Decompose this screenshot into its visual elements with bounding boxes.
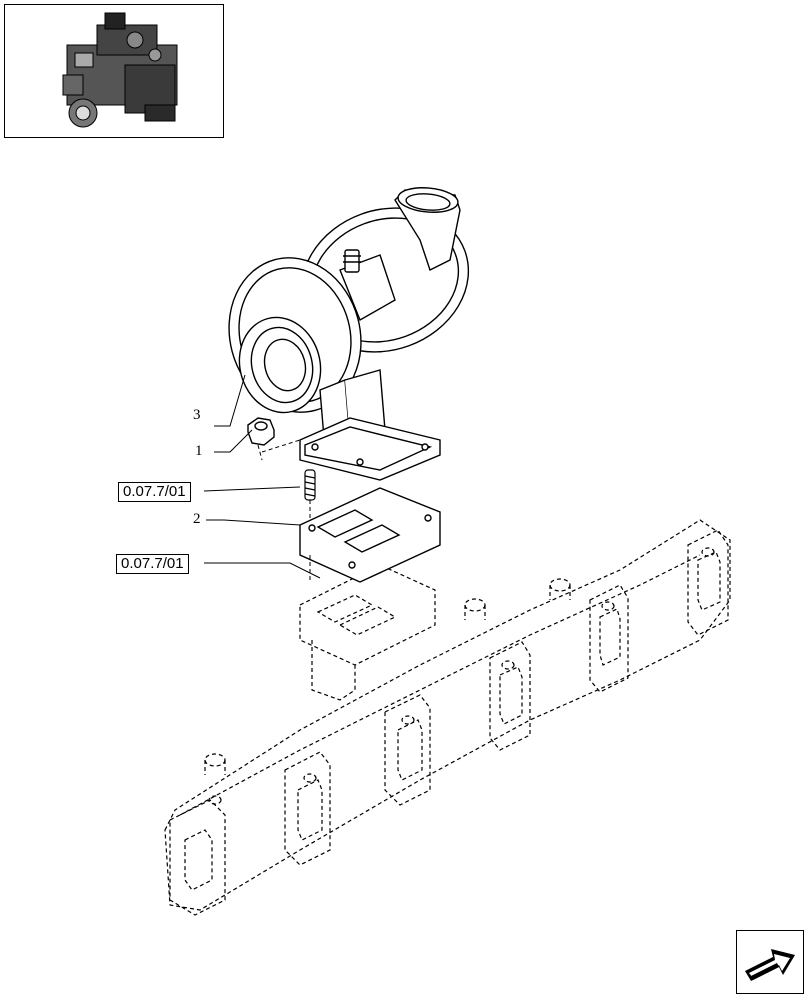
reference-link-stud[interactable]: 0.07.7/01 xyxy=(118,482,191,502)
nut xyxy=(247,417,275,446)
engine-thumbnail xyxy=(4,4,224,138)
reference-link-manifold[interactable]: 0.07.7/01 xyxy=(116,554,189,574)
leader-lines xyxy=(203,374,321,579)
turbocharger xyxy=(228,187,470,481)
callout-2: 2 xyxy=(193,511,201,527)
gasket xyxy=(299,487,441,583)
next-page-button[interactable] xyxy=(736,930,804,994)
stud xyxy=(304,469,316,501)
callout-3: 3 xyxy=(193,407,201,423)
next-page-arrow-icon xyxy=(745,949,795,981)
nut-axis-line xyxy=(257,439,301,461)
exhaust-manifold xyxy=(164,519,731,916)
engine-thumbnail-icon xyxy=(62,12,178,128)
callout-1: 1 xyxy=(195,443,203,459)
